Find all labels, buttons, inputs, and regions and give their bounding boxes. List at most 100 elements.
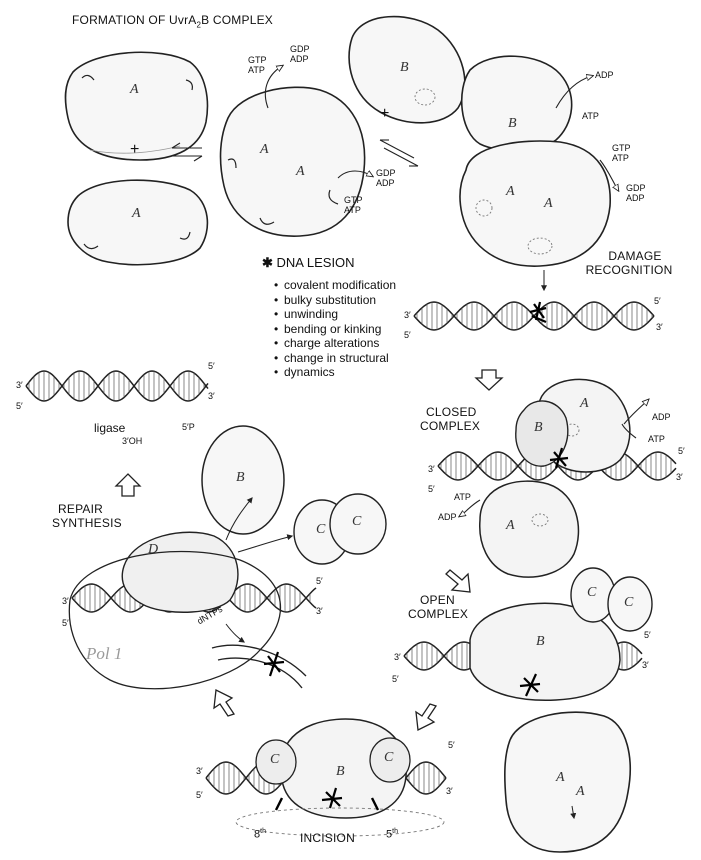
incision-cut-marks: [274, 797, 380, 811]
protein-b-label: B: [534, 420, 543, 435]
release-c-arrow: [237, 534, 294, 553]
strand-end-5: 5′: [644, 630, 651, 640]
protein-b-label: B: [400, 60, 409, 75]
strand-end-3: 3′: [642, 660, 649, 670]
gdp-label: GDP: [290, 44, 310, 54]
ligase-label: ligase: [94, 421, 126, 435]
b-adp-release-arrow: [555, 76, 592, 109]
open-complex-proteins: [469, 567, 653, 701]
atp-label: ATP: [344, 205, 361, 215]
arrow-to-repair: [213, 689, 236, 717]
atp-label: ATP: [612, 153, 629, 163]
list-item: unwinding: [274, 307, 396, 322]
closed-adp-arrow: [623, 400, 648, 425]
adp-label: ADP: [652, 412, 671, 422]
lesion-mark-closed: [549, 447, 569, 469]
gtp-label: GTP: [344, 195, 363, 205]
dna-helix-ligase: [25, 370, 209, 402]
uvra2b-complex: [459, 55, 611, 267]
protein-a-label: A: [130, 82, 139, 97]
closed-complex-line2: COMPLEX: [420, 419, 481, 433]
release-b-arrow: [225, 497, 253, 541]
strand-end-3: 3′: [404, 310, 411, 320]
uvra-monomer-bottom: [67, 179, 209, 266]
protein-b-label: B: [236, 470, 245, 485]
arrow-to-closed: [474, 369, 504, 391]
protein-c-label: C: [352, 514, 362, 529]
strand-end-5: 5′: [448, 740, 455, 750]
arrow-to-incision: [415, 703, 438, 731]
adp-label: ADP: [376, 178, 395, 188]
arrow-to-ligase: [114, 473, 142, 497]
lesion-mark-incision: [321, 787, 343, 809]
uvra-leaving: [504, 711, 631, 853]
a-gdp-release-arrow: [599, 159, 618, 190]
site-suffix: th: [260, 828, 266, 835]
closed-atp-line: [621, 423, 637, 439]
damage-label-line1: DAMAGE: [608, 249, 662, 263]
protein-a-label: A: [506, 184, 515, 199]
equilibrium-arrows-1: [171, 142, 203, 162]
adp-label: ADP: [595, 70, 614, 80]
gtp-to-gdp-arrow-right: [337, 171, 372, 179]
protein-c-label: C: [270, 752, 280, 767]
strand-end-5: 5′: [404, 330, 411, 340]
strand-end-3: 3′: [62, 596, 69, 606]
title-subscript: 2: [196, 20, 202, 30]
protein-a-label: A: [580, 396, 589, 411]
closed-adp-arrow-left: [460, 499, 481, 516]
strand-end-5: 5′: [428, 484, 435, 494]
protein-d-label: D: [148, 542, 159, 557]
lesion-list: covalent modification bulky substitution…: [274, 278, 396, 380]
dna-strand-top: [25, 370, 209, 402]
incision-proteins: [235, 718, 445, 837]
list-item: charge alterations: [274, 336, 396, 351]
protein-a-label: A: [506, 518, 515, 533]
title-prefix: FORMATION OF UvrA: [72, 13, 197, 27]
strand-end-3: 3′: [208, 391, 215, 401]
dna-strand-bottom: [25, 370, 209, 402]
strand-end-3: 3′: [16, 380, 23, 390]
list-item: change in structural: [274, 351, 396, 366]
protein-a-label: A: [132, 206, 141, 221]
atp-label: ATP: [454, 492, 471, 502]
atp-label: ATP: [648, 434, 665, 444]
gdp-label: GDP: [626, 183, 646, 193]
closed-complex-line1: CLOSED: [426, 405, 477, 419]
strand-end-3: 3′: [656, 322, 663, 332]
closed-complex-proteins: [479, 378, 631, 578]
dna-lesion-title: DNA LESION: [276, 255, 355, 270]
incision-site-8th: 8th: [254, 826, 266, 841]
protein-a-label: A: [576, 784, 585, 799]
excised-oligonucleotide: [211, 644, 307, 689]
strand-end-3: 3′: [196, 766, 203, 776]
lesion-mark-open: [519, 673, 541, 697]
strand-end-5: 5′: [16, 401, 23, 411]
gdp-label: GDP: [376, 168, 396, 178]
protein-c-label: C: [587, 585, 597, 600]
gtp-label: GTP: [248, 55, 267, 65]
strand-end-5: 5′: [62, 618, 69, 628]
adp-label: ADP: [626, 193, 645, 203]
three-oh-label: 3′OH: [122, 436, 143, 446]
arrow-to-open: [445, 569, 471, 593]
strand-end-5: 5′: [678, 446, 685, 456]
damage-label-line2: RECOGNITION: [585, 263, 673, 277]
protein-c-label: C: [316, 522, 326, 537]
release-fragment-arrow: [225, 623, 245, 643]
atp-label: ATP: [248, 65, 265, 75]
list-item: covalent modification: [274, 278, 396, 293]
strand-end-3: 3′: [316, 606, 323, 616]
strand-end-3: 3′: [446, 786, 453, 796]
repair-synthesis-line2: SYNTHESIS: [52, 516, 122, 530]
strand-end-3: 3′: [394, 652, 401, 662]
protein-b-label: B: [336, 764, 345, 779]
strand-end-5: 5′: [316, 576, 323, 586]
adp-label: ADP: [438, 512, 457, 522]
strand-end-5: 5′: [208, 361, 215, 371]
open-complex-line1: OPEN: [420, 593, 455, 607]
open-complex-line2: COMPLEX: [408, 607, 469, 621]
protein-a-label: A: [260, 142, 269, 157]
